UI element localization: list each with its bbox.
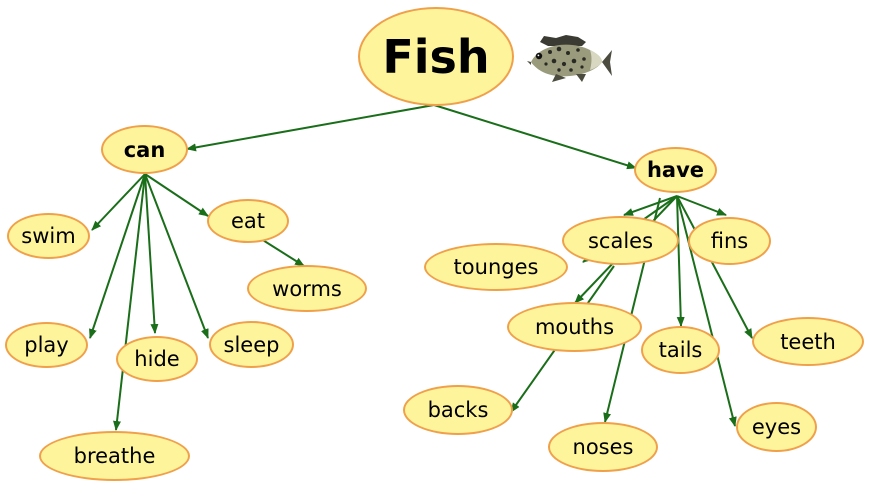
arrow-have-eyes: [676, 195, 737, 427]
arrow-can-play: [89, 173, 146, 339]
arrow-eat-worms: [257, 236, 305, 267]
node-have: have: [634, 147, 717, 193]
arrow-have-teeth: [676, 195, 753, 339]
arrow-can-breathe: [113, 173, 146, 431]
arrow-can-eat: [144, 173, 209, 217]
node-scales: scales: [562, 216, 679, 265]
node-backs: backs: [403, 385, 513, 435]
node-swim: swim: [7, 213, 90, 259]
arrow-can-sleep: [144, 173, 209, 339]
node-noses: noses: [548, 422, 658, 472]
arrow-fish-have: [433, 104, 637, 170]
node-sleep: sleep: [209, 321, 294, 368]
node-fins: fins: [688, 217, 771, 265]
node-breathe: breathe: [39, 431, 190, 481]
node-worms: worms: [247, 265, 367, 312]
node-can: can: [101, 125, 188, 174]
arrow-fish-can: [186, 104, 435, 152]
node-tails: tails: [641, 326, 720, 374]
node-tounges: tounges: [424, 243, 568, 291]
arrow-can-swim: [91, 173, 146, 231]
arrow-have-fins: [676, 195, 727, 216]
arrow-can-hide: [144, 173, 159, 334]
node-eat: eat: [207, 199, 289, 243]
arrow-have-scales: [623, 195, 678, 216]
node-play: play: [5, 322, 88, 368]
arrow-have-tails: [676, 195, 685, 327]
fish-photo-icon: [527, 35, 612, 82]
node-mouths: mouths: [507, 302, 642, 352]
node-teeth: teeth: [752, 317, 864, 366]
node-eyes: eyes: [736, 402, 817, 452]
node-hide: hide: [116, 336, 198, 382]
node-fish: Fish: [358, 7, 514, 106]
